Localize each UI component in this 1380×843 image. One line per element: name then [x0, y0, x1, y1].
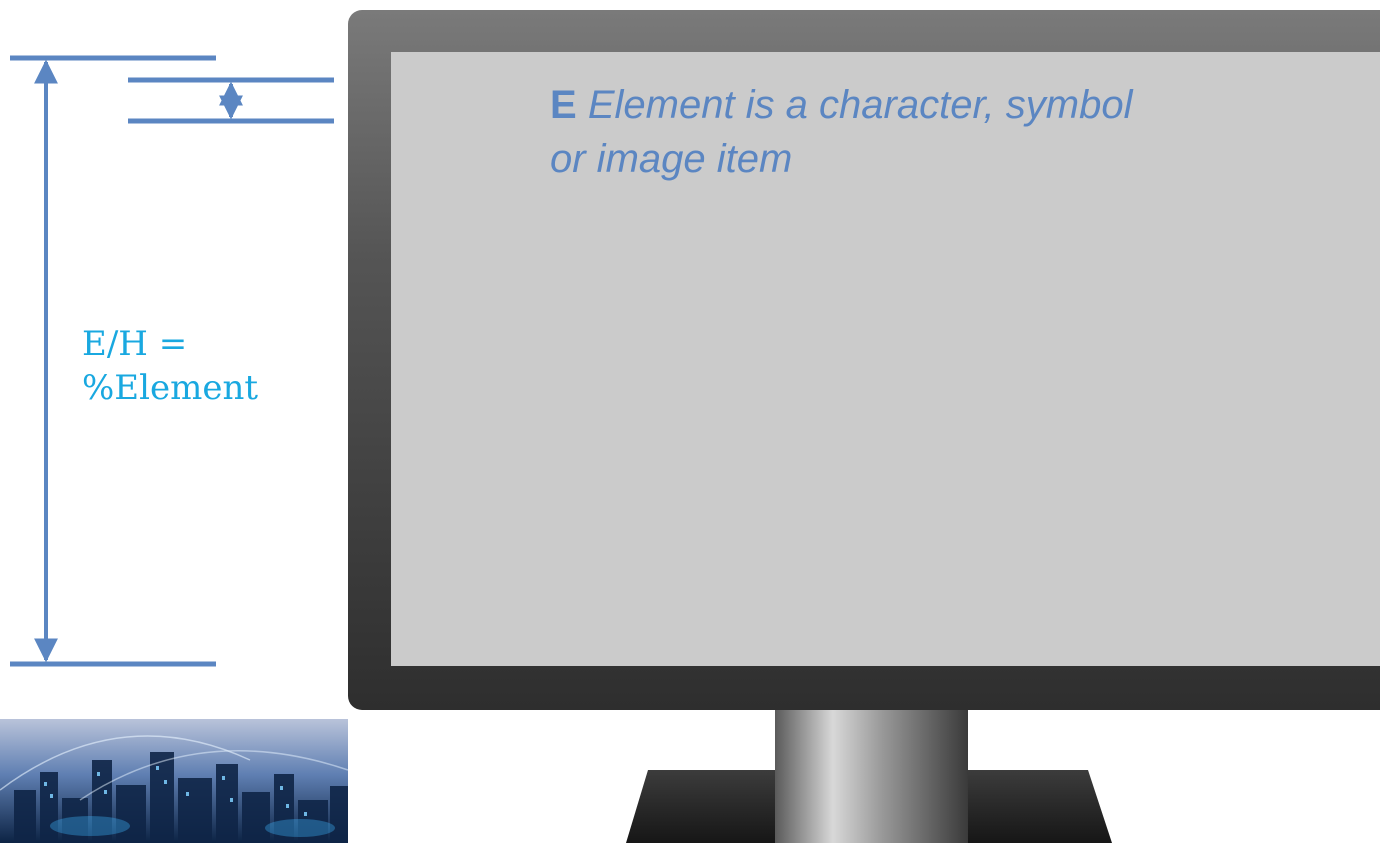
formula-line-2: %Element	[82, 368, 259, 408]
city-skyline-icon	[0, 719, 349, 843]
element-definition-caption: E Element is a character, symbol or imag…	[550, 78, 1170, 186]
formula-line-1: E/H =	[82, 324, 188, 364]
monitor-icon	[348, 10, 1380, 843]
caption-text: Element is a character, symbol or image …	[550, 83, 1133, 181]
dimension-lines	[10, 55, 334, 667]
element-ratio-formula: E/H = %Element	[82, 322, 258, 410]
caption-letter: E	[550, 83, 577, 127]
monitor-neck	[775, 705, 968, 843]
monitor-screen	[391, 52, 1380, 666]
